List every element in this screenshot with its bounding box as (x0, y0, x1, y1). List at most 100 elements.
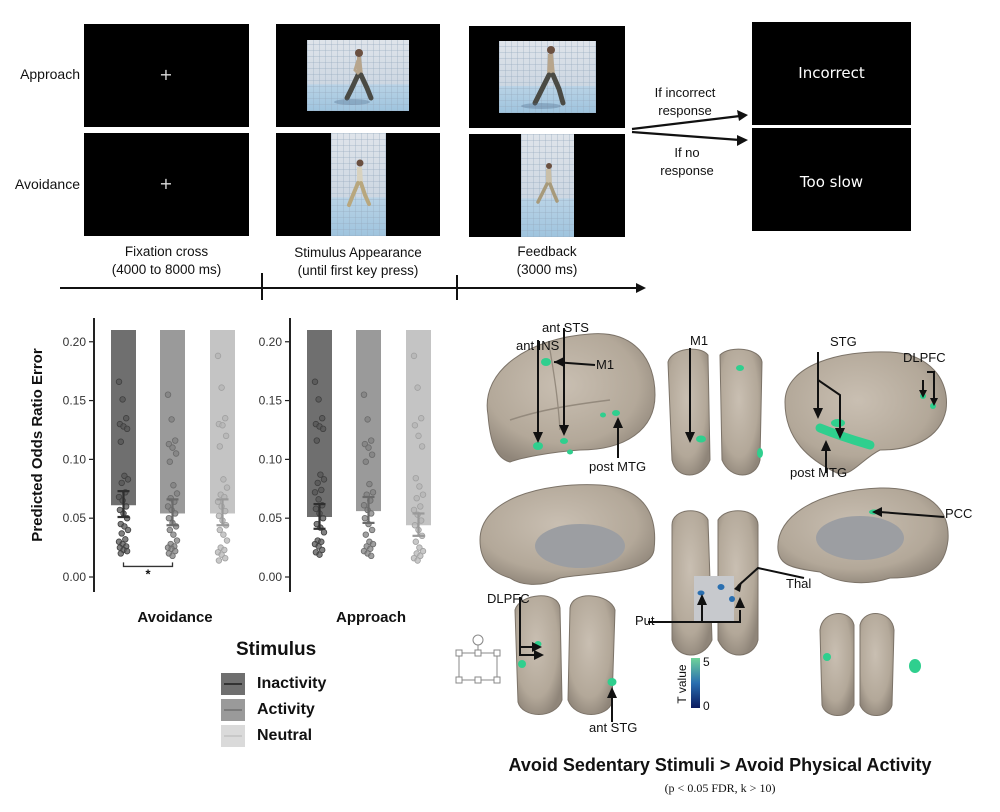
data-point (412, 474, 419, 482)
data-point (362, 458, 369, 465)
data-point (173, 490, 181, 497)
brain-right-medial (777, 487, 949, 584)
label-dlpfc-right: DLPFC (903, 350, 946, 365)
y-tick-label: 0.15 (259, 394, 283, 408)
resize-handle (455, 676, 463, 684)
data-point (221, 554, 229, 562)
resize-handle (474, 676, 482, 684)
data-point (418, 415, 425, 422)
data-point (220, 531, 227, 538)
data-point (419, 547, 427, 555)
activation-blob (612, 410, 620, 416)
stimulus-screen-avoidance (276, 133, 440, 236)
legend-label-inactivity: Inactivity (257, 675, 327, 692)
feedback-incorrect-text: Incorrect (798, 64, 865, 82)
feedback-screen-avoidance (469, 134, 625, 237)
activation-blob (696, 435, 706, 443)
data-point (313, 437, 320, 444)
feedback-image (521, 134, 574, 237)
activation-blob (518, 660, 526, 668)
colorbar-label: T value (675, 664, 689, 703)
data-point (119, 396, 126, 403)
fixation-cross-icon: + (159, 174, 173, 193)
data-point (319, 546, 326, 554)
data-point (123, 425, 131, 432)
resize-handle (474, 649, 482, 657)
legend-title: Stimulus (236, 639, 317, 660)
activation-blob (567, 449, 573, 455)
data-point (124, 476, 132, 483)
significance-star: * (145, 566, 151, 581)
brain-activation-figure: T value 5 0 (455, 328, 949, 722)
y-tick-label: 0.10 (259, 452, 283, 466)
label-m1-top: M1 (690, 333, 709, 348)
data-point (320, 476, 328, 483)
stimulus-image (331, 133, 386, 236)
data-point (315, 396, 322, 403)
data-point (414, 557, 421, 564)
label-m1-lateral: M1 (596, 357, 615, 372)
legend-label-neutral: Neutral (257, 727, 313, 744)
label-ant-ins: ant INS (516, 338, 560, 353)
brain-left-medial (479, 484, 656, 585)
activation-blob-thalamus (717, 584, 725, 590)
data-point (368, 552, 375, 560)
y-tick-label: 0.10 (63, 452, 87, 466)
data-point (219, 422, 226, 429)
significance-bracket (122, 562, 174, 568)
data-point (124, 526, 132, 534)
feedback-tooslow-screen: Too slow (752, 128, 911, 231)
activation-blob (607, 678, 617, 686)
label-ant-stg: ant STG (589, 720, 638, 735)
data-point (318, 486, 325, 494)
walking-figure-icon (521, 46, 566, 109)
row-label-approach: Approach (20, 66, 80, 82)
data-point (412, 538, 419, 545)
arrowhead-icon (737, 110, 748, 121)
phase-label-fixation: Fixation cross (4000 to 8000 ms) (111, 244, 222, 277)
data-point (316, 551, 323, 558)
data-point (366, 480, 373, 488)
label-dlpfc-front: DLPFC (487, 591, 530, 606)
data-point (369, 489, 377, 496)
bar-neutral (210, 330, 235, 514)
y-axis-label: Predicted Odds Ratio Error (29, 348, 46, 542)
t-value-colorbar (691, 658, 700, 708)
data-point (360, 391, 368, 398)
data-point (413, 494, 420, 502)
legend-label-activity: Activity (257, 701, 315, 718)
data-point (368, 437, 375, 444)
branch-label-incorrect: If incorrect response (654, 85, 716, 118)
data-point (320, 529, 328, 536)
label-post-mtg-left: post MTG (589, 459, 647, 474)
selection-handles[interactable] (455, 634, 501, 684)
feedback-tooslow-text: Too slow (799, 173, 864, 191)
data-point (215, 557, 223, 564)
data-point (221, 546, 228, 554)
data-point (360, 502, 368, 509)
walking-figure-icon (536, 163, 559, 204)
chart-panel-approach: 0.000.050.100.150.20 (259, 318, 431, 592)
data-point (220, 476, 227, 483)
y-tick-label: 0.15 (63, 394, 87, 408)
y-tick-label: 0.00 (63, 570, 87, 584)
rotate-handle-icon (472, 634, 484, 646)
data-point (319, 425, 327, 432)
data-point (368, 526, 376, 534)
data-point (168, 416, 175, 423)
bar-neutral (406, 330, 431, 526)
activation-blob (541, 358, 551, 366)
data-point (118, 530, 125, 537)
label-ant-sts: ant STS (542, 320, 589, 335)
data-point (166, 526, 173, 534)
data-point (166, 458, 173, 465)
odds-ratio-chart: Predicted Odds Ratio Error 0.000.050.100… (29, 318, 431, 626)
data-point (216, 526, 223, 534)
data-point (419, 491, 427, 498)
feedback-screen-approach (469, 26, 625, 128)
brain-figure-subtitle: (p < 0.05 FDR, k > 10) (664, 781, 776, 795)
data-point (415, 432, 422, 440)
activation-blob (831, 419, 845, 427)
data-point (414, 384, 421, 391)
data-point (123, 547, 131, 555)
